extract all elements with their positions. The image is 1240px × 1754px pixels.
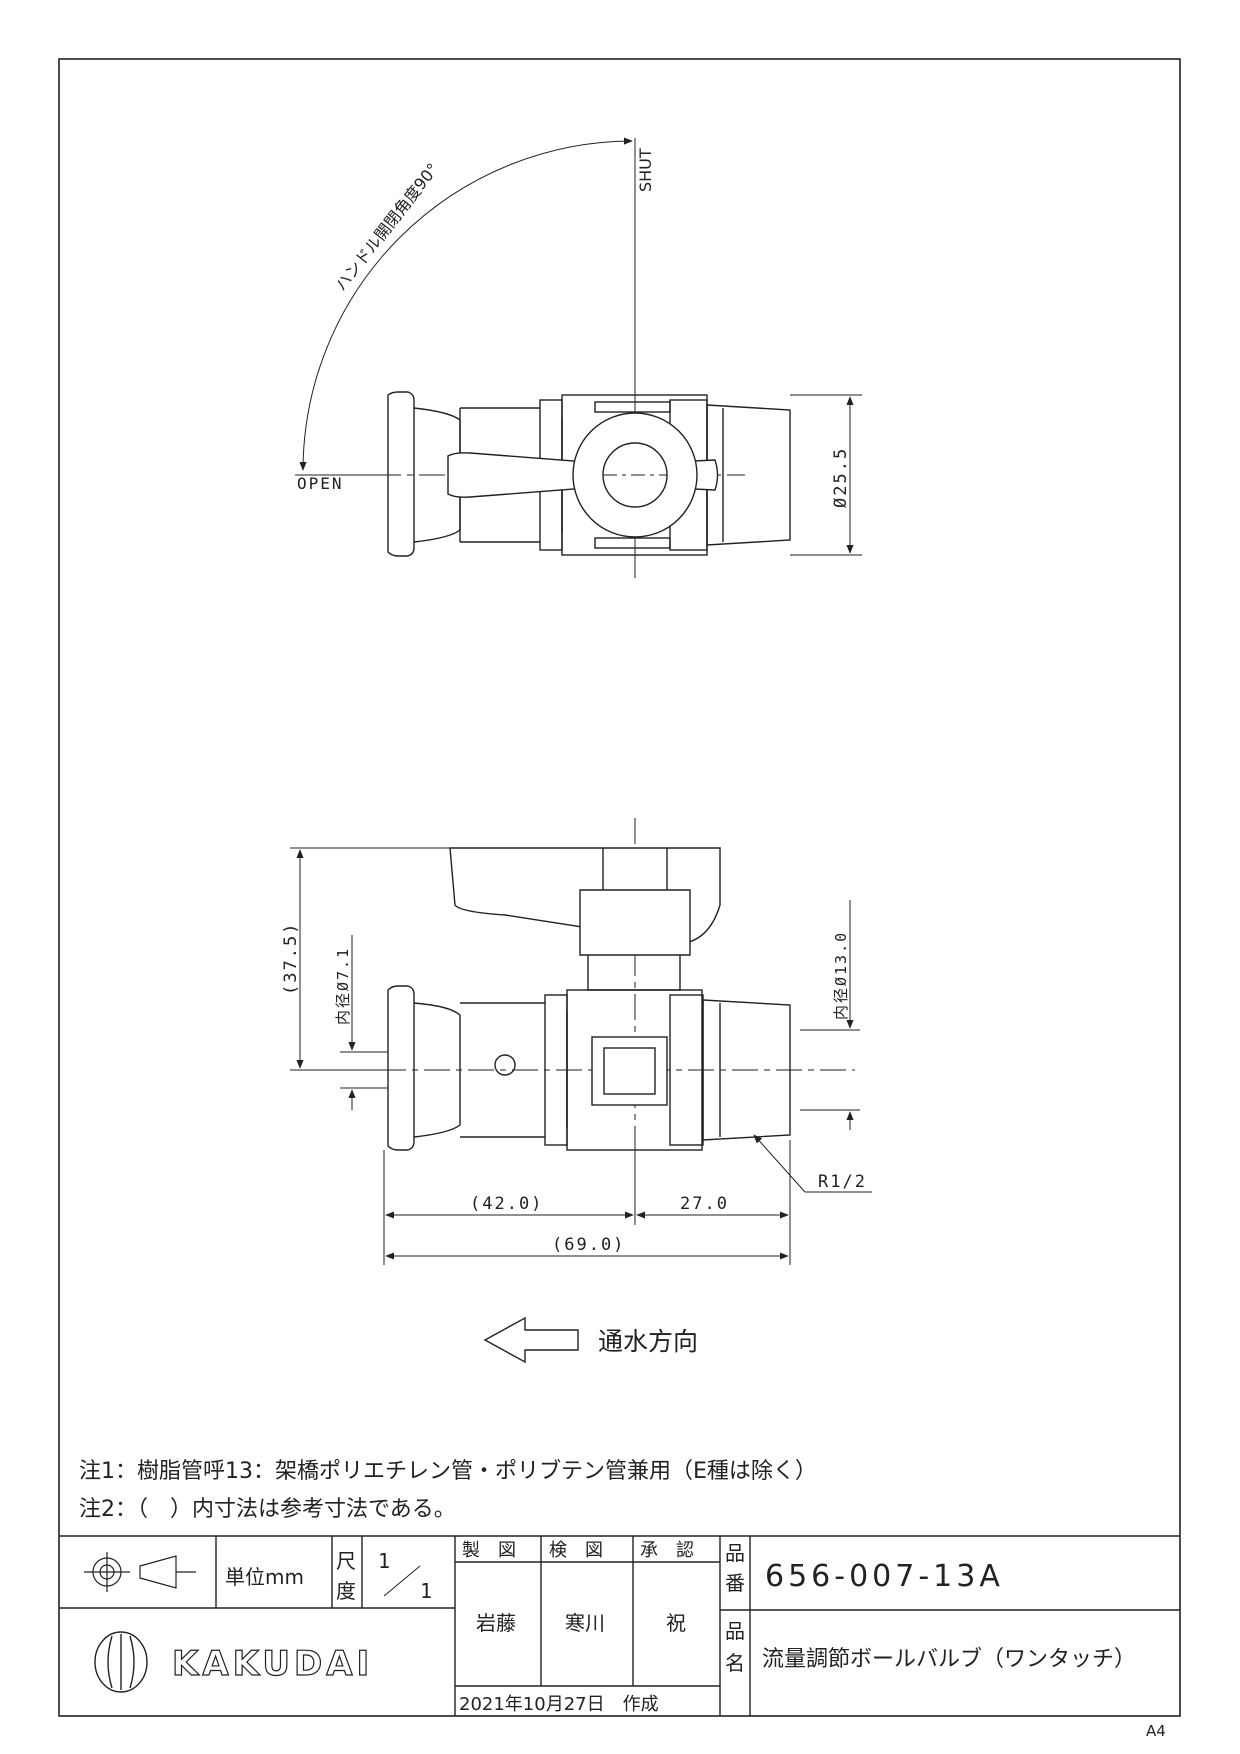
date-label: 2021年10月27日 作成 [459,1694,659,1715]
scale-denominator: 1 [420,1579,434,1603]
open-label: OPEN [297,474,344,493]
part-no-label-2: 番 [725,1571,745,1595]
drawing-frame [58,58,1181,1717]
inner-right-label: 内径Ø13.0 [832,931,850,1020]
scale-label-1: 尺 [336,1549,356,1573]
checked-header: 検 図 [549,1540,603,1561]
scale-label-2: 度 [336,1579,356,1603]
note-1: 注1：樹脂管呼13：架橋ポリエチレン管・ポリブテン管兼用（E種は除く） [79,1459,817,1484]
projection-symbol-icon [84,1552,196,1592]
dim-right-label: 27.0 [680,1194,729,1214]
note-2: 注2：（ ）内寸法は参考寸法である。 [79,1497,456,1522]
flow-arrow [483,1316,579,1364]
part-name-label-2: 名 [725,1651,745,1675]
dim-total-label: (69.0) [552,1235,625,1255]
diameter-label: Ø25.5 [831,447,851,508]
shut-label: SHUT [636,148,655,192]
side-view [290,818,872,1364]
top-view [295,137,862,578]
scale-numerator: 1 [378,1549,392,1573]
flow-label: 通水方向 [598,1327,698,1356]
unit-label: 単位mm [225,1565,304,1589]
kakudai-logo-icon [94,1631,148,1693]
approved-by: 祝 [666,1611,686,1635]
made-by: 岩藤 [476,1611,516,1635]
part-name: 流量調節ボールバルブ（ワンタッチ） [762,1647,1136,1672]
part-number: 656-007-13A [765,1559,1004,1594]
made-header: 製 図 [462,1540,516,1561]
thread-label: R1/2 [818,1172,867,1192]
approved-header: 承 認 [640,1540,694,1561]
title-block [59,1535,1180,1716]
part-no-label-1: 品 [725,1541,745,1565]
brand-name: KAKUDAI [172,1644,373,1684]
part-name-label-1: 品 [725,1619,745,1643]
paper-size: A4 [1146,1722,1166,1740]
height-label: (37.5) [281,922,301,995]
left-flange-top [387,391,415,557]
thread-leader [753,1134,806,1193]
angle-arc [299,137,633,471]
left-flange-side [387,985,415,1151]
checked-by: 寒川 [565,1611,605,1635]
inner-left-label: 内径Ø7.1 [334,947,352,1025]
dim-left-label: (42.0) [470,1194,543,1214]
angle-label: ハンドル開閉角度90° [331,160,442,295]
